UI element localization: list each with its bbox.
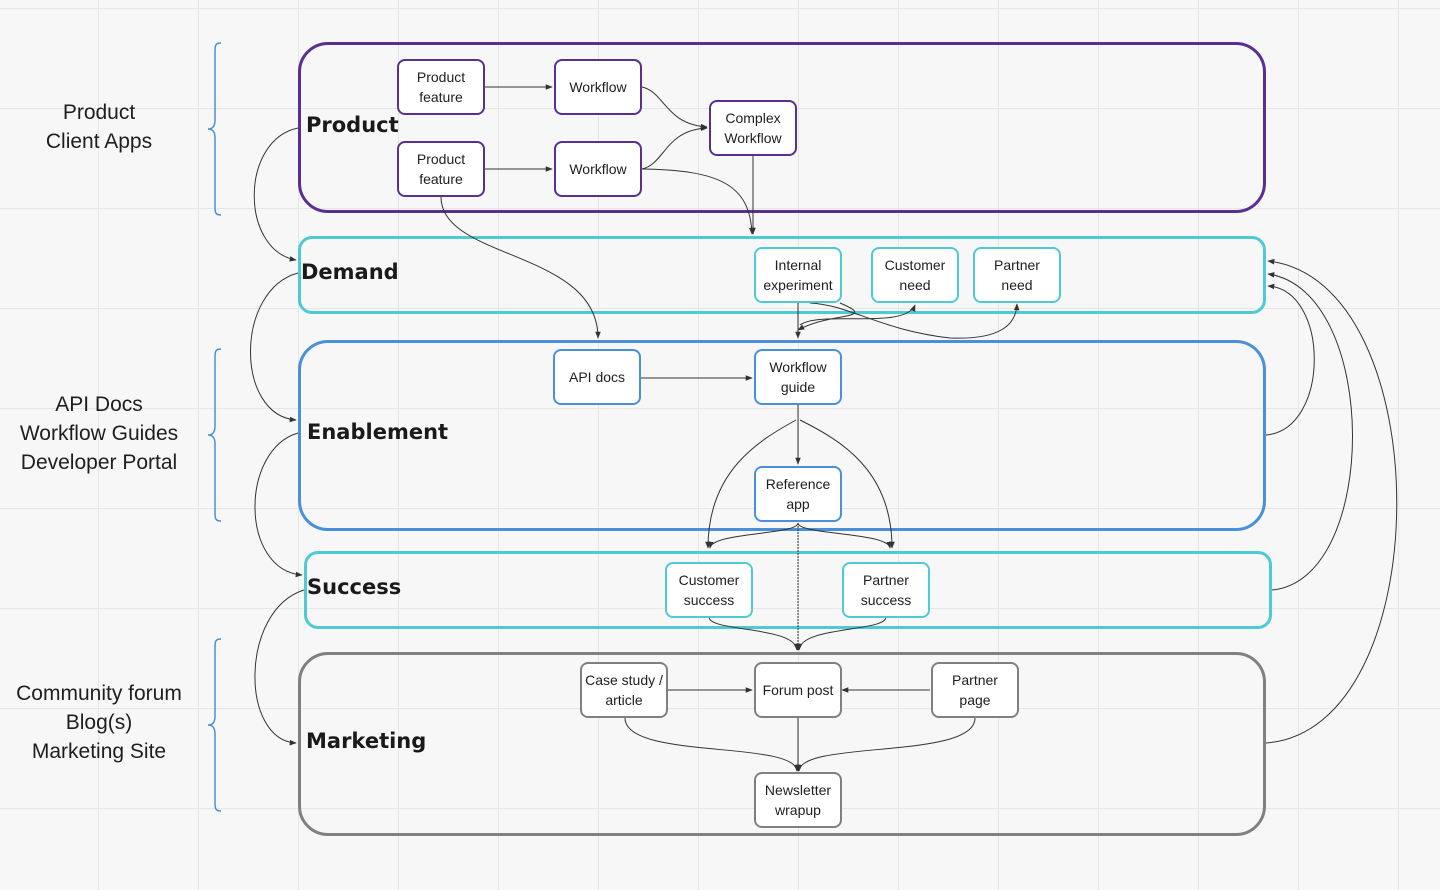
edge-marketing-demand-right [1265, 258, 1398, 744]
edge-customer-back [797, 302, 856, 331]
node-complex-workflow[interactable]: Complex Workflow [709, 100, 797, 156]
brace-product [207, 42, 222, 216]
edge-internal-partner [809, 302, 1020, 339]
node-partner-need[interactable]: Partner need [973, 247, 1061, 303]
edge-wf1-complex [641, 86, 708, 130]
edge-guide-cust-success [705, 419, 797, 549]
node-workflow-guide[interactable]: Workflow guide [754, 349, 842, 405]
node-customer-need[interactable]: Customer need [871, 247, 959, 303]
node-product-feature-1[interactable]: Product feature [397, 59, 485, 115]
edge-enablement-demand-right [1265, 283, 1315, 436]
node-workflow-2[interactable]: Workflow [554, 141, 642, 197]
side-label-community-marketing: Community forum Blog(s) Marketing Site [16, 682, 182, 763]
node-internal-experiment[interactable]: Internal experiment [754, 247, 842, 303]
node-product-feature-2[interactable]: Product feature [397, 141, 485, 197]
lane-demand[interactable] [298, 236, 1266, 314]
edge-partnersuccess-down [796, 616, 887, 651]
edge-ref-partner-success [797, 522, 892, 549]
lane-product[interactable] [298, 42, 1266, 213]
lane-marketing[interactable] [298, 652, 1266, 836]
brace-enablement [207, 348, 222, 522]
edge-case-newsletter [624, 717, 800, 772]
lane-enablement[interactable] [298, 340, 1266, 531]
edge-internal-customer [799, 304, 916, 326]
edge-product-demand-left [253, 127, 299, 262]
lane-title-enablement: Enablement [307, 420, 449, 444]
node-customer-success[interactable]: Customer success [665, 562, 753, 618]
lane-title-demand: Demand [301, 260, 399, 284]
side-label-api-docs-portal: API Docs Workflow Guides Developer Porta… [19, 393, 179, 474]
edge-partnerpage-newsletter [796, 717, 976, 772]
node-api-docs[interactable]: API docs [553, 349, 641, 405]
node-case-study[interactable]: Case study / article [580, 662, 668, 718]
brace-marketing [207, 638, 222, 812]
edge-guide-partner-success [799, 419, 895, 549]
lane-title-product: Product [306, 113, 399, 137]
edge-custsuccess-down [708, 616, 800, 651]
edge-wf2-complex [641, 125, 708, 170]
edge-pf2-apidocs [440, 196, 601, 339]
edge-success-marketing-left [254, 589, 305, 746]
node-forum-post[interactable]: Forum post [754, 662, 842, 718]
lane-title-success: Success [307, 575, 402, 599]
edge-wf2-demand [641, 168, 755, 235]
edge-ref-cust-success [708, 522, 799, 549]
edge-success-demand-right [1267, 272, 1353, 591]
lane-title-marketing: Marketing [306, 729, 427, 753]
edge-demand-enablement-left [250, 272, 299, 423]
lane-success[interactable] [304, 551, 1272, 629]
node-partner-success[interactable]: Partner success [842, 562, 930, 618]
edge-enablement-success-left [254, 432, 303, 578]
node-reference-app[interactable]: Reference app [754, 466, 842, 522]
node-partner-page[interactable]: Partner page [931, 662, 1019, 718]
node-workflow-1[interactable]: Workflow [554, 59, 642, 115]
node-newsletter-wrapup[interactable]: Newsletter wrapup [754, 772, 842, 828]
side-label-product-client-apps: Product Client Apps [45, 101, 153, 153]
